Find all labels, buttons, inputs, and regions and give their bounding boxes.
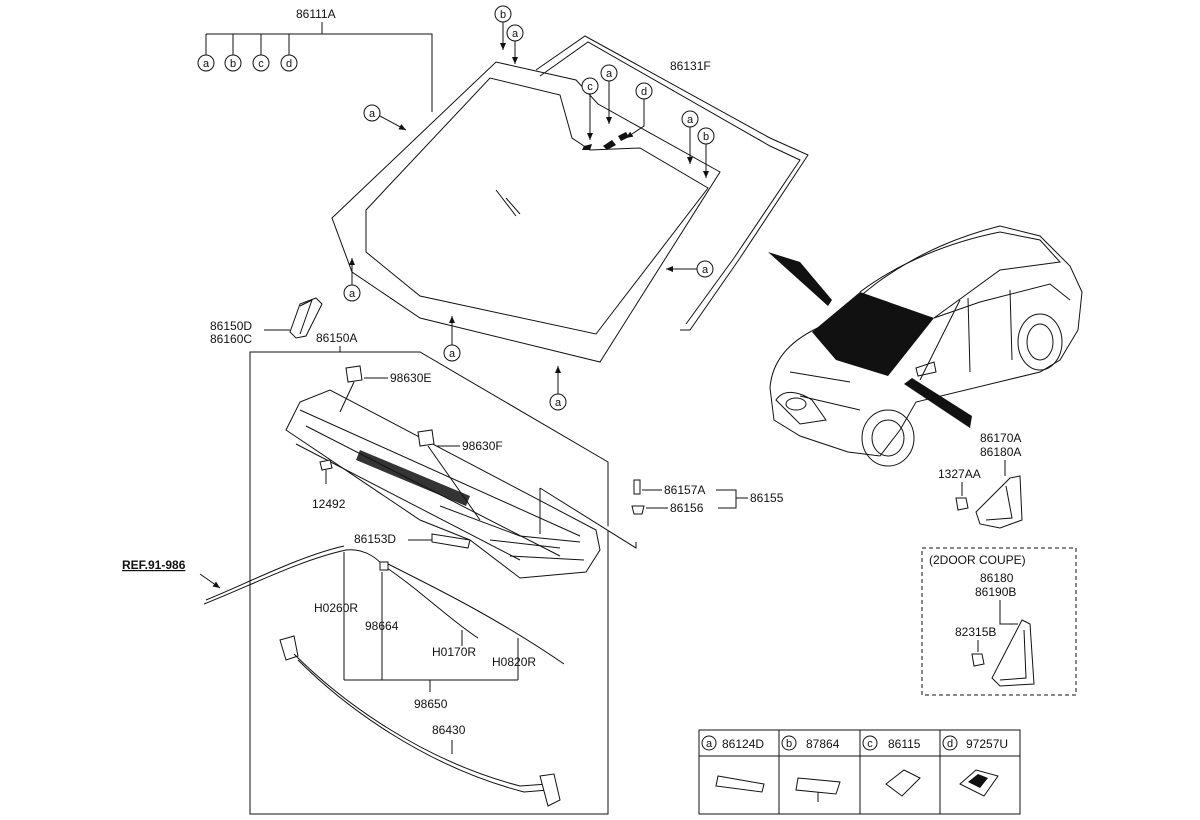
seal-86153D: 86153D (354, 532, 471, 549)
svg-text:d: d (947, 738, 953, 750)
callout-a: a (203, 58, 210, 70)
nozzle-98630E: 98630E (339, 365, 431, 413)
part-label-86180: 86180 (980, 571, 1014, 585)
legend-cell-b: b 87864 (781, 735, 841, 802)
washer-hoses: H0260R 98664 H0170R H0820R 98650 (314, 552, 565, 711)
garnish-rh: 86170A 86180A 1327AA (938, 431, 1023, 529)
svg-text:b: b (500, 9, 506, 21)
car-illustration (768, 225, 1083, 467)
coupe-title: (2DOOR COUPE) (929, 553, 1026, 567)
part-label-86170A: 86170A (980, 431, 1021, 445)
svg-text:86115: 86115 (888, 737, 921, 751)
part-label-86150A: 86150A (316, 331, 357, 345)
cowl-panel (285, 389, 637, 579)
svg-text:a: a (555, 397, 562, 409)
windshield-molding (535, 35, 809, 331)
svg-text:b: b (786, 738, 792, 750)
side-cover: 86150D 86160C (210, 297, 323, 346)
svg-text:a: a (369, 108, 376, 120)
part-label-98630E: 98630E (390, 371, 431, 385)
windshield-callouts: b a a c a d a b a a a a (343, 5, 715, 411)
svg-text:c: c (587, 81, 593, 93)
part-label-86155: 86155 (750, 491, 784, 505)
svg-text:a: a (512, 28, 519, 40)
part-label-98650: 98650 (414, 697, 448, 711)
leader-86111A: 86111A (205, 7, 433, 112)
part-label-86153D: 86153D (354, 532, 396, 546)
part-label-12492: 12492 (312, 497, 346, 511)
part-label-86111A: 86111A (296, 7, 336, 21)
svg-text:a: a (706, 738, 713, 750)
part-label-86180A: 86180A (980, 445, 1021, 459)
coupe-box: (2DOOR COUPE) 86180 86190B 82315B (921, 547, 1077, 696)
legend-cell-d: d 97257U (942, 735, 1008, 797)
legend-table: a 86124D b 87864 c 86115 d 97257U (698, 729, 1021, 815)
screw-12492: 12492 (312, 459, 346, 511)
callout-b: b (230, 58, 236, 70)
part-label-86131F: 86131F (670, 59, 711, 73)
part-label-86430: 86430 (432, 723, 466, 737)
part-label-86160C: 86160C (210, 332, 252, 346)
svg-text:c: c (867, 738, 873, 750)
callout-c: c (258, 58, 264, 70)
svg-text:87864: 87864 (806, 737, 840, 751)
nozzle-98630F: 98630F (417, 429, 503, 521)
part-label-86150D: 86150D (210, 319, 252, 333)
svg-text:a: a (349, 288, 356, 300)
part-label-H0260R: H0260R (314, 601, 358, 615)
svg-text:a: a (606, 68, 613, 80)
svg-text:a: a (687, 114, 694, 126)
windshield-glass (331, 61, 721, 363)
ref-91-986: REF.91-986 (122, 545, 387, 605)
part-label-98630F: 98630F (462, 439, 503, 453)
part-label-86157A: 86157A (664, 483, 705, 497)
part-label-H0820R: H0820R (492, 655, 536, 669)
part-label-1327AA: 1327AA (938, 467, 981, 481)
svg-text:a: a (449, 348, 456, 360)
part-label-86156: 86156 (670, 501, 704, 515)
part-label-H0170R: H0170R (432, 645, 476, 659)
ref-label: REF.91-986 (122, 558, 186, 572)
clips: 86157A 86156 86155 (631, 479, 784, 515)
part-label-82315B: 82315B (955, 625, 996, 639)
svg-text:86124D: 86124D (722, 737, 764, 751)
svg-text:97257U: 97257U (966, 737, 1008, 751)
weatherstrip-86430: 86430 (279, 635, 561, 807)
callout-d: d (286, 58, 292, 70)
svg-text:a: a (702, 264, 709, 276)
legend-cell-c: c 86115 (862, 735, 921, 797)
cowl-cover-box: 86150A (249, 331, 609, 815)
callout-group-86111A: a b c d (197, 54, 298, 72)
part-label-98664: 98664 (365, 619, 399, 633)
svg-text:d: d (641, 86, 647, 98)
part-label-86190B: 86190B (975, 585, 1016, 599)
legend-cell-a: a 86124D (701, 735, 765, 793)
svg-text:b: b (703, 131, 709, 143)
